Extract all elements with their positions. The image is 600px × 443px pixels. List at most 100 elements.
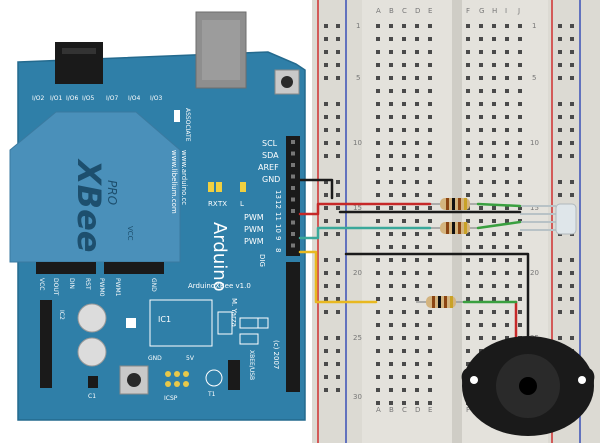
resistor-2 <box>430 222 478 234</box>
breadboard-hole <box>479 310 483 314</box>
breadboard-hole <box>479 323 483 327</box>
icsp-pin <box>165 381 171 387</box>
rail-hole <box>558 336 562 340</box>
breadboard-hole <box>415 128 419 132</box>
tx-label: TX <box>217 200 227 208</box>
breadboard-hole <box>466 232 470 236</box>
breadboard-hole <box>376 401 380 405</box>
col-label-e-bottom: E <box>428 406 432 414</box>
breadboard-hole <box>376 323 380 327</box>
row-num-5: 5 <box>356 74 360 82</box>
breadboard-hole <box>492 245 496 249</box>
rail-hole <box>558 50 562 54</box>
breadboard-hole <box>428 167 432 171</box>
breadboard-hole <box>415 349 419 353</box>
wire-gnd-black <box>298 178 334 200</box>
breadboard-hole <box>376 271 380 275</box>
breadboard-hole <box>428 245 432 249</box>
breadboard-hole <box>505 167 509 171</box>
breadboard-hole <box>505 154 509 158</box>
breadboard-hole <box>492 167 496 171</box>
breadboard-hole <box>466 180 470 184</box>
breadboard-hole <box>479 128 483 132</box>
breadboard-hole <box>428 232 432 236</box>
breadboard-hole <box>479 336 483 340</box>
wire-red-1 <box>298 202 432 216</box>
c1-label: C1 <box>88 393 96 400</box>
icsp-pin <box>183 381 189 387</box>
breadboard-hole <box>505 232 509 236</box>
rail-hole <box>336 297 340 301</box>
breadboard-hole <box>505 89 509 93</box>
analog-header[interactable] <box>286 262 300 392</box>
breadboard-hole <box>428 401 432 405</box>
breadboard-hole <box>505 115 509 119</box>
breadboard-hole <box>479 219 483 223</box>
rail-hole <box>558 193 562 197</box>
resistor-1 <box>430 198 478 210</box>
rail-hole <box>336 102 340 106</box>
reset-button-2[interactable] <box>119 365 149 395</box>
breadboard-hole <box>505 63 509 67</box>
breadboard-hole <box>466 63 470 67</box>
ic2-label: IC2 <box>58 310 65 320</box>
breadboard-hole <box>479 24 483 28</box>
breadboard-hole <box>389 76 393 80</box>
col-label-c-bottom: C <box>402 406 407 414</box>
rail-hole <box>324 102 328 106</box>
breadboard-hole <box>479 258 483 262</box>
breadboard-hole <box>428 193 432 197</box>
breadboard-hole <box>492 271 496 275</box>
crystal <box>217 311 233 335</box>
left-io-dout: DOUT <box>52 278 59 296</box>
rail-hole <box>324 362 328 366</box>
breadboard-hole <box>466 193 470 197</box>
regulator <box>88 376 98 388</box>
header-pin <box>291 232 295 236</box>
rail-hole <box>336 37 340 41</box>
breadboard-hole <box>402 323 406 327</box>
header-pin <box>291 186 295 190</box>
ic1-socket <box>149 299 213 347</box>
breadboard-hole <box>376 37 380 41</box>
breadboard-hole <box>389 206 393 210</box>
breadboard-hole <box>376 76 380 80</box>
breadboard-hole <box>466 362 470 366</box>
breadboard-hole <box>505 141 509 145</box>
breadboard-hole <box>492 63 496 67</box>
digital-header[interactable] <box>286 136 300 256</box>
left-io-rst: RST <box>84 278 91 290</box>
wires <box>298 178 530 348</box>
xbee-logo: XBee <box>70 158 108 252</box>
breadboard-hole <box>505 206 509 210</box>
breadboard-hole <box>389 401 393 405</box>
breadboard-hole <box>376 128 380 132</box>
breadboard-hole <box>415 115 419 119</box>
breadboard-hole <box>518 89 522 93</box>
breadboard-hole <box>389 245 393 249</box>
col-label-b-bottom: B <box>389 406 394 414</box>
breadboard-hole <box>376 388 380 392</box>
breadboard-hole <box>376 258 380 262</box>
breadboard-hole <box>505 336 509 340</box>
breadboard-hole <box>402 284 406 288</box>
row-num-5-right: 5 <box>532 74 536 82</box>
col-label-g: G <box>479 7 484 15</box>
breadboard-hole <box>415 375 419 379</box>
left-io-vcc: VCC <box>38 278 45 290</box>
breadboard-hole <box>428 219 432 223</box>
breadboard-hole <box>428 115 432 119</box>
breadboard-hole <box>492 89 496 93</box>
breadboard-hole <box>505 24 509 28</box>
rail-hole <box>570 115 574 119</box>
wire-yellow <box>298 250 378 304</box>
rgb-led <box>520 203 577 235</box>
rail-hole <box>558 24 562 28</box>
website2-label: www.arduino.cc <box>180 150 188 205</box>
breadboard-hole <box>415 167 419 171</box>
xbee-module <box>9 111 181 263</box>
pin-num-8: 8 <box>274 248 282 252</box>
t1-transistor <box>205 369 223 387</box>
breadboard-hole <box>466 323 470 327</box>
xbee-usb-jumper[interactable] <box>228 360 240 390</box>
